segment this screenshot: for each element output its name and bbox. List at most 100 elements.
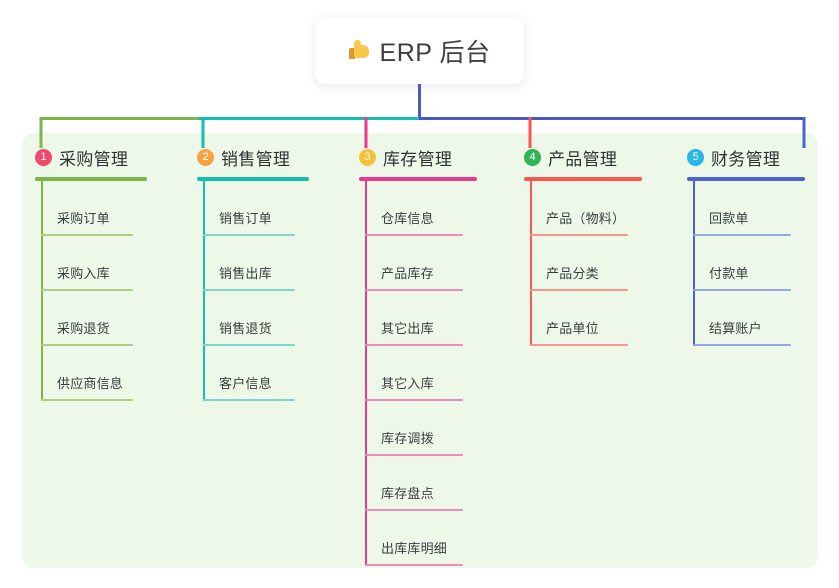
column-spine-5: [693, 181, 695, 346]
leaf-item-rule: [365, 344, 463, 346]
leaf-item-rule: [41, 289, 133, 291]
column-header-rule-2: [197, 177, 309, 181]
column-items-3: 仓库信息产品库存其它出库其它入库库存调拨库存盘点出库库明细: [359, 181, 477, 566]
column-title-4: 产品管理: [548, 149, 618, 169]
leaf-item-label: 产品分类: [546, 266, 599, 281]
column-badge-3: 3: [359, 148, 376, 166]
leaf-item[interactable]: 库存调拨: [359, 401, 477, 456]
leaf-item-rule: [530, 344, 628, 346]
column-header-2[interactable]: 2 销售管理: [197, 145, 309, 169]
leaf-item[interactable]: 供应商信息: [35, 346, 147, 401]
column-title-1: 采购管理: [59, 149, 129, 169]
leaf-item-label: 库存调拨: [381, 431, 434, 446]
leaf-item-label: 销售订单: [219, 211, 272, 226]
column-header-1[interactable]: 1 采购管理: [35, 145, 147, 169]
column-header-5[interactable]: 5 财务管理: [687, 145, 805, 169]
leaf-item[interactable]: 产品单位: [524, 291, 642, 346]
leaf-item-label: 产品库存: [381, 266, 434, 281]
column-spine-4: [530, 181, 532, 346]
column-header-rule-1: [35, 177, 147, 181]
leaf-item[interactable]: 产品库存: [359, 236, 477, 291]
leaf-item-rule: [530, 289, 628, 291]
column-title-2: 销售管理: [221, 149, 291, 169]
leaf-item-rule: [203, 289, 295, 291]
leaf-item-rule: [203, 344, 295, 346]
column-4: 4 产品管理产品（物料） 产品分类产品单位: [524, 145, 642, 346]
leaf-item-rule: [693, 234, 791, 236]
leaf-item-label: 采购订单: [57, 211, 110, 226]
column-items-4: 产品（物料） 产品分类产品单位: [524, 181, 642, 346]
column-title-3: 库存管理: [383, 149, 453, 169]
leaf-item[interactable]: 产品分类: [524, 236, 642, 291]
column-items-5: 回款单付款单结算账户: [687, 181, 805, 346]
leaf-item-label: 结算账户: [709, 321, 762, 336]
column-header-rule-3: [359, 177, 477, 181]
column-badge-2: 2: [197, 148, 214, 166]
leaf-item-rule: [693, 289, 791, 291]
column-badge-1: 1: [35, 148, 52, 166]
leaf-item-rule: [203, 234, 295, 236]
column-spine-3: [365, 181, 367, 566]
leaf-item-label: 其它入库: [381, 376, 434, 391]
column-header-rule-4: [524, 177, 642, 181]
column-spine-1: [41, 181, 43, 401]
leaf-item-label: 采购入库: [57, 266, 110, 281]
thumbs-up-icon: [348, 40, 371, 62]
leaf-item-rule: [365, 234, 463, 236]
root-title-text: ERP 后台: [379, 39, 491, 67]
column-header-4[interactable]: 4 产品管理: [524, 145, 642, 169]
column-items-2: 销售订单销售出库销售退货客户信息: [197, 181, 309, 401]
leaf-item[interactable]: 采购退货: [35, 291, 147, 346]
column-badge-5: 5: [687, 148, 704, 166]
column-header-3[interactable]: 3 库存管理: [359, 145, 477, 169]
leaf-item-label: 客户信息: [219, 376, 272, 391]
leaf-item-rule: [41, 399, 133, 401]
leaf-item-label: 回款单: [709, 211, 749, 226]
leaf-item-rule: [365, 289, 463, 291]
leaf-item-label: 销售退货: [219, 321, 272, 336]
leaf-item[interactable]: 采购入库: [35, 236, 147, 291]
leaf-item[interactable]: 客户信息: [197, 346, 309, 401]
leaf-item[interactable]: 销售出库: [197, 236, 309, 291]
leaf-item-label: 采购退货: [57, 321, 110, 336]
leaf-item[interactable]: 产品（物料）: [524, 181, 642, 236]
leaf-item-rule: [365, 454, 463, 456]
leaf-item-rule: [693, 344, 791, 346]
leaf-item-label: 其它出库: [381, 321, 434, 336]
leaf-item[interactable]: 库存盘点: [359, 456, 477, 511]
leaf-item[interactable]: 付款单: [687, 236, 805, 291]
diagram-background-panel: [22, 133, 818, 568]
leaf-item-rule: [203, 399, 295, 401]
leaf-item-rule: [365, 399, 463, 401]
leaf-item[interactable]: 销售订单: [197, 181, 309, 236]
column-2: 2 销售管理销售订单销售出库销售退货客户信息: [197, 145, 309, 401]
leaf-item[interactable]: 其它出库: [359, 291, 477, 346]
leaf-item[interactable]: 结算账户: [687, 291, 805, 346]
leaf-item[interactable]: 仓库信息: [359, 181, 477, 236]
leaf-item-label: 出库库明细: [381, 541, 448, 556]
leaf-item-rule: [365, 564, 463, 566]
leaf-item-label: 供应商信息: [57, 376, 124, 391]
column-title-5: 财务管理: [711, 149, 781, 169]
leaf-item[interactable]: 回款单: [687, 181, 805, 236]
column-5: 5 财务管理回款单付款单结算账户: [687, 145, 805, 346]
leaf-item[interactable]: 出库库明细: [359, 511, 477, 566]
column-spine-2: [203, 181, 205, 401]
leaf-item-rule: [41, 234, 133, 236]
leaf-item-rule: [41, 344, 133, 346]
leaf-item-rule: [365, 509, 463, 511]
leaf-item[interactable]: 销售退货: [197, 291, 309, 346]
leaf-item[interactable]: 其它入库: [359, 346, 477, 401]
leaf-item-label: 库存盘点: [381, 486, 434, 501]
root-title: ERP 后台: [348, 33, 491, 69]
column-header-rule-5: [687, 177, 805, 181]
leaf-item-label: 产品单位: [546, 321, 599, 336]
root-title-card[interactable]: ERP 后台: [315, 18, 524, 84]
leaf-item[interactable]: 采购订单: [35, 181, 147, 236]
column-1: 1 采购管理采购订单采购入库采购退货供应商信息: [35, 145, 147, 401]
leaf-item-label: 仓库信息: [381, 211, 434, 226]
column-3: 3 库存管理仓库信息产品库存其它出库其它入库库存调拨库存盘点出库库明细: [359, 145, 477, 566]
column-badge-4: 4: [524, 148, 541, 166]
leaf-item-rule: [530, 234, 628, 236]
